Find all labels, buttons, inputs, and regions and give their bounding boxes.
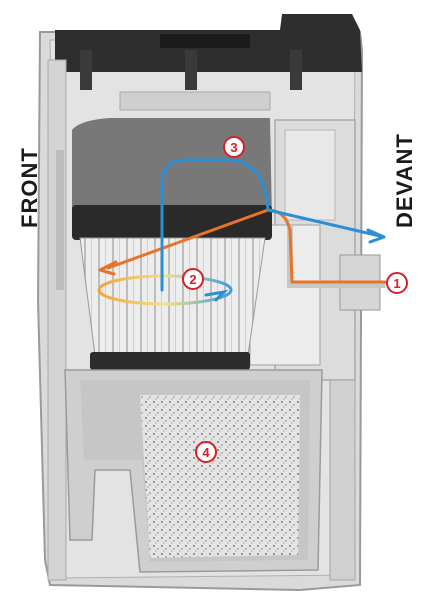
left-wall <box>47 59 67 581</box>
callout-4-label: 4 <box>202 445 210 460</box>
front-label: FRONT <box>17 147 42 228</box>
callout-1-badge: 1 <box>386 272 408 294</box>
callout-3-badge: 3 <box>223 136 245 158</box>
callout-3-label: 3 <box>230 140 237 155</box>
top-lid <box>55 14 362 111</box>
foam-filter <box>72 118 272 240</box>
dust-bin <box>64 369 323 573</box>
callout-2-label: 2 <box>189 272 196 287</box>
right-duct <box>249 119 381 581</box>
flow-arrow-blue <box>160 158 386 292</box>
cyclone-swirl <box>97 274 233 306</box>
callout-1-label: 1 <box>393 276 400 291</box>
pleated-filter <box>79 237 266 370</box>
devant-label: DEVANT <box>392 133 417 228</box>
callout-4-badge: 4 <box>195 441 217 463</box>
callout-2-badge: 2 <box>182 268 204 290</box>
